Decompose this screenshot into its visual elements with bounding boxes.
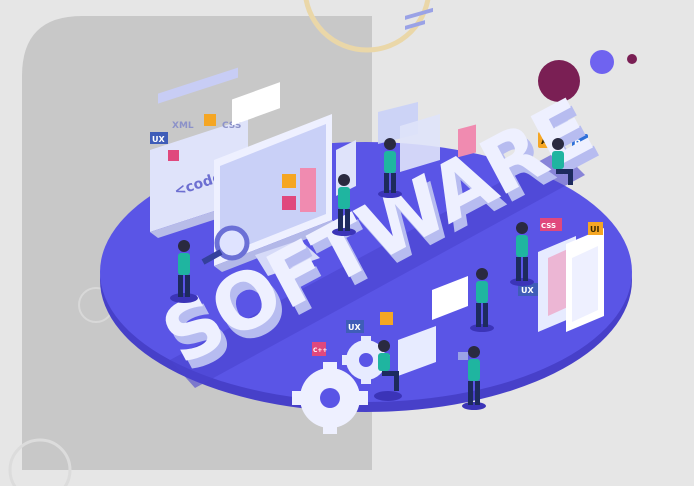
chip-ux-top: UX — [150, 132, 168, 144]
chip-ai: Ai — [538, 132, 554, 148]
ring-top — [303, 0, 431, 53]
svg-text:Ai: Ai — [541, 137, 551, 147]
main-monitor — [214, 82, 340, 276]
chip-ps: Ps — [572, 134, 588, 150]
svg-text:UX: UX — [152, 135, 165, 144]
person-top-windows — [378, 138, 402, 198]
person-monitor — [332, 174, 356, 236]
chip-lilac — [556, 120, 568, 132]
browser-window-right — [432, 276, 468, 320]
mobile-panels — [538, 228, 604, 332]
svg-text:CSS: CSS — [541, 222, 556, 230]
chip-pink-top — [168, 150, 179, 161]
ring-bottom — [8, 438, 72, 486]
dot-small — [627, 54, 637, 64]
gear-large-icon — [292, 362, 368, 434]
floating-windows-top — [378, 7, 440, 172]
person-right — [510, 222, 534, 286]
person-bottom-right — [458, 346, 486, 410]
person-magnifier — [170, 240, 198, 303]
window-bottom — [398, 326, 436, 376]
letters-shadow — [170, 150, 585, 388]
dot-maroon — [538, 60, 580, 102]
chip-ui: UI — [588, 222, 603, 235]
gear-small-icon — [342, 336, 390, 384]
person-sitting-gears — [374, 340, 402, 401]
svg-text:UI: UI — [590, 225, 599, 234]
chip-pink-right — [458, 124, 476, 158]
svg-text:UX: UX — [521, 286, 534, 295]
svg-text:Ps: Ps — [574, 139, 586, 149]
chip-xml: XML — [172, 121, 194, 131]
dot-purple — [590, 50, 614, 74]
person-center-right — [470, 268, 494, 332]
chip-ux-bottom: UX — [346, 320, 364, 333]
chip-css-top: CSS — [222, 121, 241, 131]
chip-ux-right: UX — [518, 283, 538, 296]
chip-css-mid: CSS — [540, 218, 562, 231]
chip-orange-top — [204, 114, 216, 126]
chip-orange-bottom — [380, 312, 393, 325]
chip-cpp: C++ — [312, 342, 327, 356]
svg-text:UX: UX — [348, 323, 361, 332]
svg-text:C++: C++ — [313, 347, 327, 354]
magnifier-icon — [201, 225, 250, 265]
person-top-right — [552, 138, 573, 185]
